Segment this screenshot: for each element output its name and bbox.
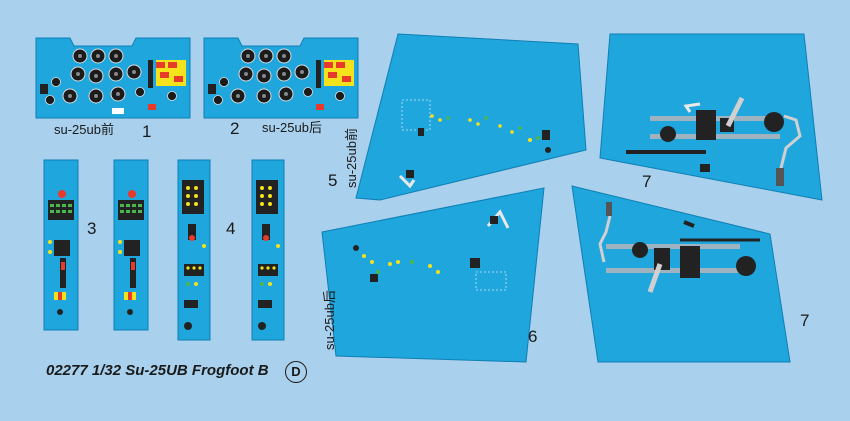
side-console-decal-3b [113, 159, 149, 331]
instrument-panel-front-decal [35, 37, 191, 119]
decal-5-caption: su-25ub前 [344, 128, 359, 188]
decal-5-number: 5 [328, 171, 337, 190]
sheet-letter-badge: D [285, 361, 307, 383]
instrument-panel-rear-decal [203, 37, 359, 119]
decal-1-caption: su-25ub前 [54, 122, 114, 137]
side-console-decal-3a [43, 159, 79, 331]
decal-7a-number: 7 [642, 172, 651, 191]
decal-1-number: 1 [142, 122, 151, 141]
decal-7b-number: 7 [800, 311, 809, 330]
sheet-title: 02277 1/32 Su-25UB Frogfoot B [46, 362, 269, 379]
decal-6-number: 6 [528, 327, 537, 346]
throttle-console-decal-upper [599, 33, 823, 201]
decal-4-number: 4 [226, 219, 235, 238]
console-panel-rear-decal [321, 187, 545, 363]
decal-3-number: 3 [87, 219, 96, 238]
throttle-console-decal-lower [571, 185, 791, 363]
decal-2-caption: su-25ub后 [262, 120, 322, 135]
side-console-decal-4b [251, 159, 285, 341]
console-panel-front-decal [355, 33, 587, 201]
side-console-decal-4a [177, 159, 211, 341]
decal-2-number: 2 [230, 119, 239, 138]
decal-6-caption: su-25ub后 [322, 290, 337, 350]
